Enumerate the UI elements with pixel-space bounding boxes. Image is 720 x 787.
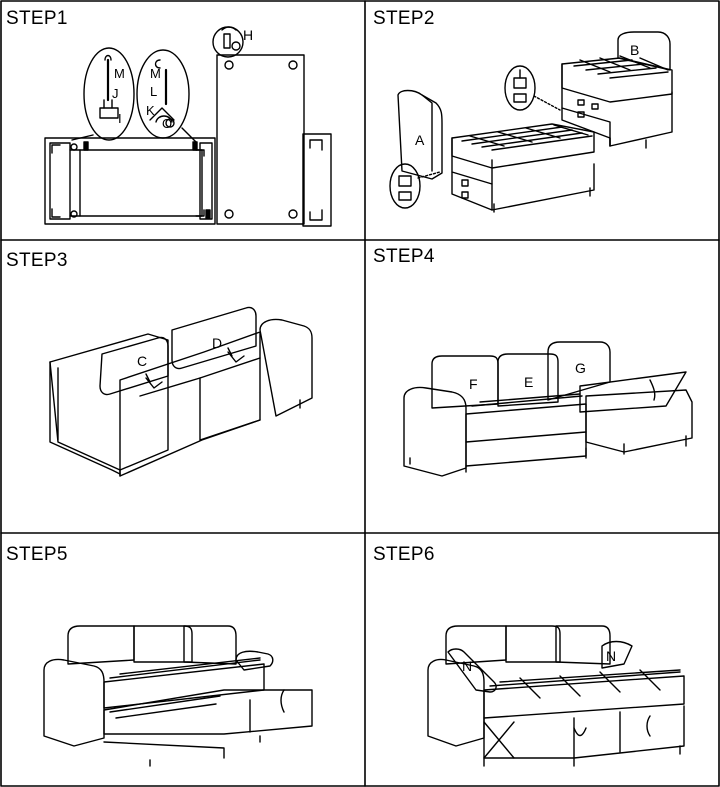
- part-label-k: K: [146, 103, 155, 118]
- step3-arrow-d: [227, 347, 245, 363]
- step5-title: STEP5: [6, 544, 68, 565]
- step6-pillow-right: [601, 640, 633, 669]
- part-label-n: N: [462, 658, 473, 674]
- step3-title: STEP3: [6, 250, 68, 271]
- step6-back-3: [555, 625, 611, 665]
- part-label-a: A: [415, 132, 425, 148]
- step4-arm: [403, 386, 467, 477]
- part-label-e: E: [524, 374, 534, 390]
- step1-left-frame: [44, 137, 216, 225]
- step6-bed-frame-cross: [483, 721, 515, 759]
- step1-detail-bubble-right: [136, 49, 190, 139]
- step4-drawing: [403, 341, 693, 477]
- step6-arm: [427, 658, 485, 747]
- step6-back-1: [445, 625, 507, 665]
- step1-detail-bubble-left: [83, 47, 135, 141]
- step2-title: STEP2: [373, 8, 435, 29]
- step2-drawing: [389, 31, 673, 213]
- step5-arm: [43, 658, 105, 747]
- step5-armrest-right: [235, 650, 274, 671]
- step4-back-g: [547, 341, 611, 401]
- part-label-j: J: [112, 86, 119, 101]
- step1-end-panel: [302, 133, 332, 227]
- part-label-f: F: [469, 376, 478, 392]
- step6-title: STEP6: [373, 544, 435, 565]
- part-label-i: I: [118, 111, 122, 126]
- step1-drawing: [44, 26, 332, 227]
- step1-back-panel: [216, 54, 305, 225]
- step4-chaise-lid: [579, 371, 687, 413]
- step5-back-1: [67, 625, 135, 665]
- part-label-h: H: [243, 27, 254, 43]
- step2-connector-bubble-bottom: [389, 163, 421, 209]
- step1-detail-bubble-top: [212, 26, 244, 58]
- part-label-b: B: [630, 42, 640, 58]
- step5-back-3: [183, 625, 237, 665]
- part-label-n-2: N: [606, 648, 617, 664]
- step2-connector-bubble-top: [504, 65, 536, 111]
- step5-drawing: [43, 625, 313, 767]
- step6-back-2: [505, 625, 561, 663]
- step6-mattress: [483, 675, 685, 719]
- step3-arm: [259, 318, 313, 417]
- step3-arrow-c: [145, 373, 163, 389]
- step6-pillow-left: [447, 648, 497, 693]
- step3-backrest-c: [99, 336, 169, 396]
- step4-seat: [465, 403, 587, 443]
- step3-left-body: [49, 333, 169, 471]
- part-label-c: C: [137, 353, 148, 369]
- step3-backrest-d: [171, 306, 257, 370]
- part-label-o: O: [162, 116, 173, 131]
- step2-arm-a: [397, 89, 443, 180]
- step1-title: STEP1: [6, 8, 68, 29]
- step6-drawing: [427, 625, 685, 767]
- step3-drawing: [49, 306, 313, 477]
- part-label-l: L: [150, 84, 158, 99]
- part-label-m-2: M: [150, 66, 161, 81]
- part-label-g: G: [575, 360, 586, 376]
- part-label-m: M: [114, 66, 125, 81]
- step4-back-e: [497, 353, 559, 407]
- step4-title: STEP4: [373, 246, 435, 267]
- step4-chaise-base: [585, 389, 693, 453]
- part-label-d: D: [212, 335, 223, 351]
- step5-bed-pull: [103, 689, 313, 735]
